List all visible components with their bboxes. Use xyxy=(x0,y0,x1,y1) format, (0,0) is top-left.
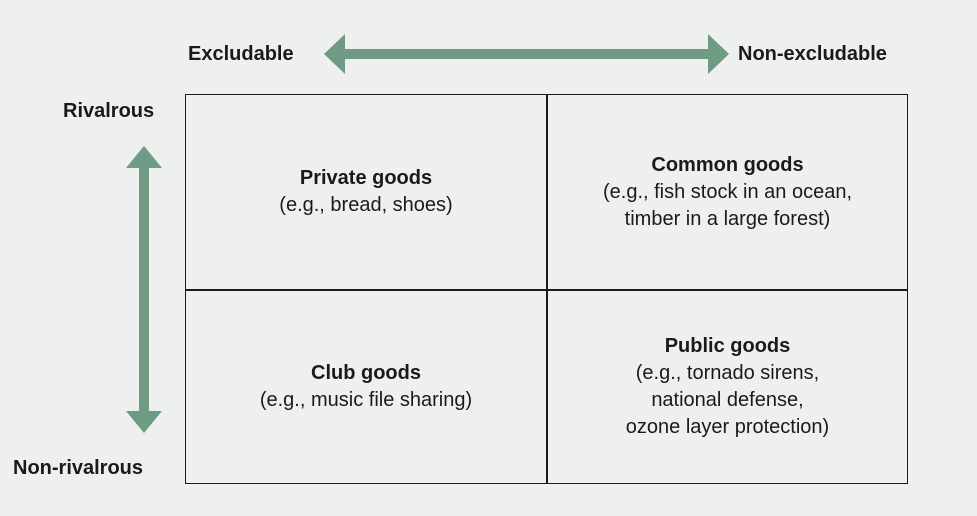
public-goods-title: Public goods xyxy=(664,335,791,357)
private-goods-cell: Private goods (e.g., bread, shoes) xyxy=(186,95,546,289)
public-goods-cell: Public goods (e.g., tornado sirens, nati… xyxy=(548,291,907,483)
matrix-horizontal-divider xyxy=(185,289,908,291)
public-goods-examples: (e.g., tornado sirens, national defense,… xyxy=(625,362,830,438)
common-goods-title: Common goods xyxy=(651,153,804,176)
club-goods-examples: (e.g., music file sharing) xyxy=(259,389,473,411)
vertical-double-arrow-icon xyxy=(126,146,162,433)
non-excludable-label: Non-excludable xyxy=(738,43,887,65)
non-rivalrous-label: Non-rivalrous xyxy=(13,457,144,479)
common-goods-cell: Common goods (e.g., fish stock in an oce… xyxy=(548,95,907,289)
private-goods-title: Private goods xyxy=(299,167,433,189)
club-goods-title: Club goods xyxy=(311,362,421,384)
horizontal-double-arrow-icon xyxy=(324,34,729,74)
common-goods-examples: (e.g., fish stock in an ocean, timber in… xyxy=(602,180,853,230)
private-goods-examples: (e.g., bread, shoes) xyxy=(279,194,453,216)
club-goods-cell: Club goods (e.g., music file sharing) xyxy=(186,291,546,483)
excludable-label: Excludable xyxy=(188,43,294,65)
rivalrous-label: Rivalrous xyxy=(63,100,155,122)
